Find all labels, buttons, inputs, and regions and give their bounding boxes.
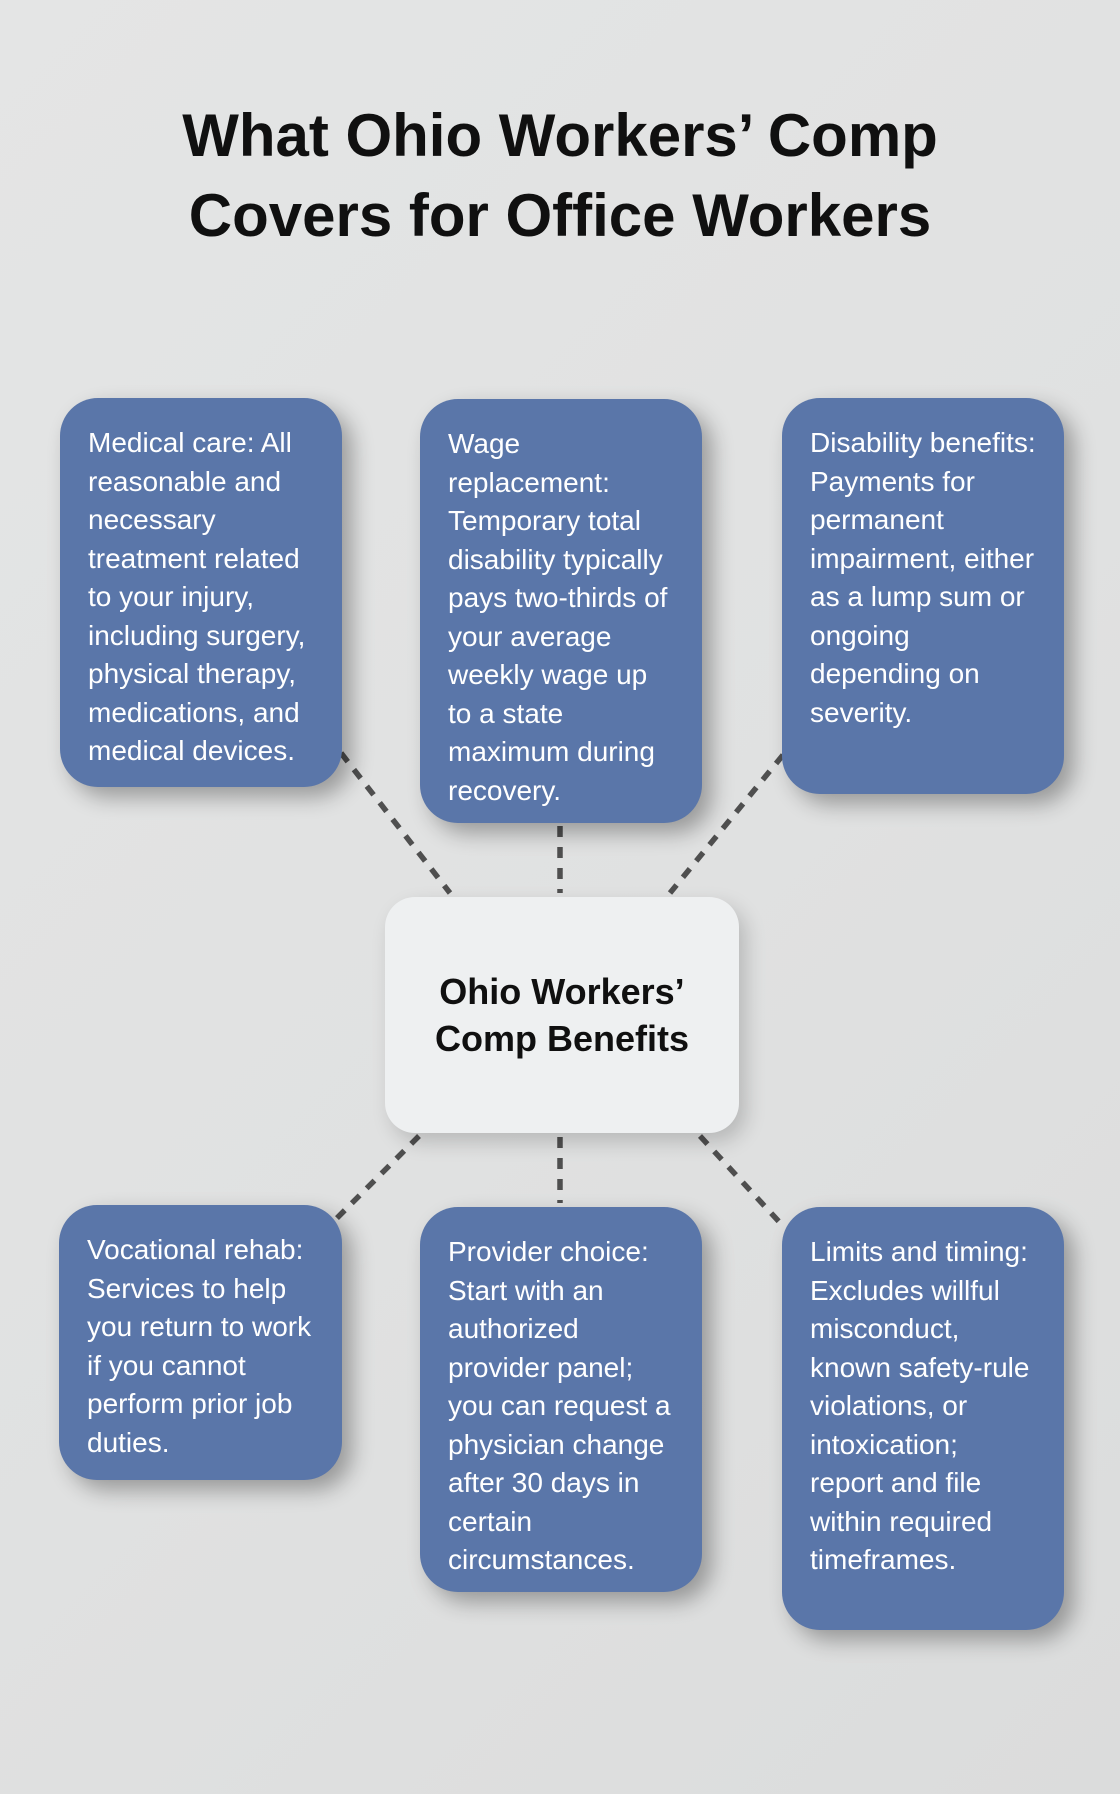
central-node-ohio-workers-comp-benefits: Ohio Workers’ Comp Benefits (385, 897, 739, 1133)
benefit-node-limits-and-timing: Limits and timing: Excludes willful misc… (782, 1207, 1064, 1630)
benefit-node-vocational-rehab: Vocational rehab: Services to help you r… (59, 1205, 342, 1480)
benefit-node-wage-replacement: Wage replacement: Temporary total disabi… (420, 399, 702, 823)
page-title: What Ohio Workers’ Comp Covers for Offic… (182, 102, 938, 249)
benefit-node-medical-care: Medical care: All reasonable and necessa… (60, 398, 342, 787)
connector-line-medical-care (338, 751, 453, 895)
connector-line-limits-and-timing (697, 1134, 786, 1228)
benefit-node-disability-benefits: Disability benefits: Payments for perman… (782, 398, 1064, 794)
connector-line-vocational-rehab (332, 1134, 421, 1223)
benefit-node-provider-choice: Provider choice: Start with an authorize… (420, 1207, 702, 1592)
connector-line-disability-benefits (667, 753, 786, 895)
